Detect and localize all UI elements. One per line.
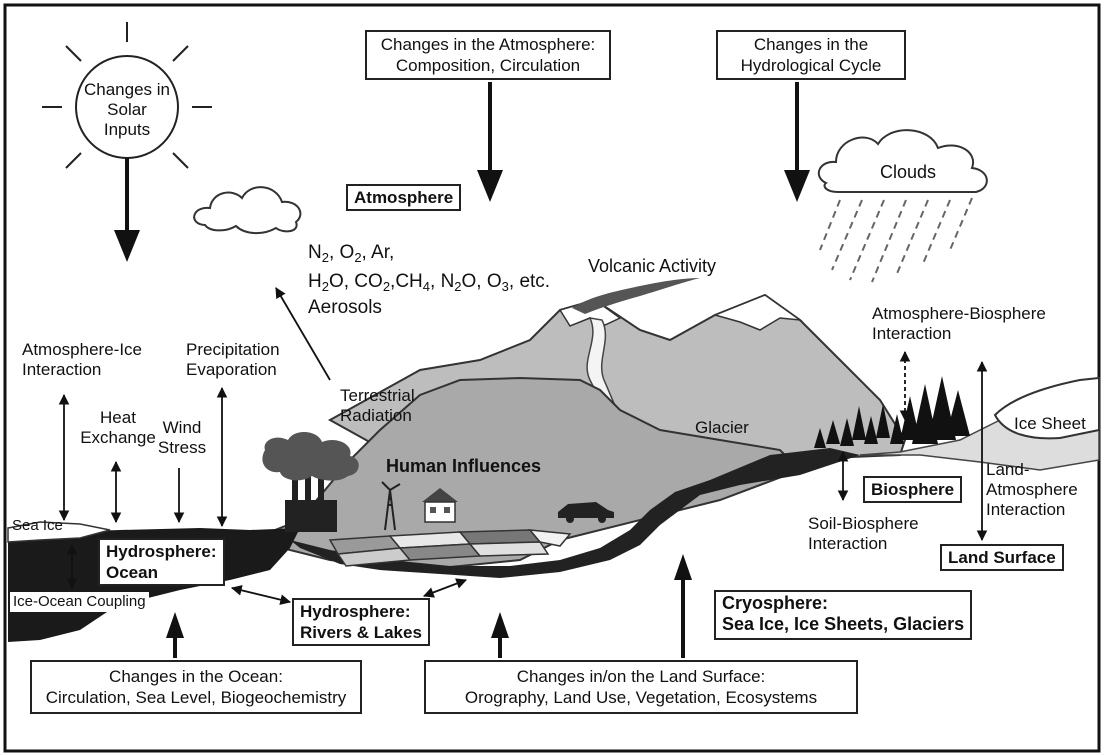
- sea-ice: [7, 521, 111, 543]
- rain-icon: [819, 197, 973, 283]
- hydro-rivers-box: Hydrosphere:Rivers & Lakes: [292, 598, 430, 646]
- solar-input-arrow: [114, 158, 140, 262]
- forest-icon: [814, 376, 970, 448]
- aerosols-label: Aerosols: [308, 297, 382, 318]
- land-changes-box: Changes in/on the Land Surface:Orography…: [424, 660, 858, 714]
- cloud-icon: [193, 186, 302, 234]
- volcanic-activity-label: Volcanic Activity: [588, 256, 717, 276]
- house-icon: [422, 488, 458, 523]
- ocean-changes-box: Changes in the Ocean:Circulation, Sea Le…: [30, 660, 362, 714]
- river: [290, 448, 860, 578]
- biosphere-label: Biosphere: [863, 476, 963, 503]
- clouds-label: Clouds: [880, 162, 937, 182]
- wind-turbine-icon: [381, 481, 401, 531]
- atmosphere-changes-box: Changes in the Atmosphere:Composition, C…: [365, 30, 611, 80]
- gas-list-line2: H2O, CO2,CH4, N2O, O3, etc.: [308, 271, 551, 294]
- land-surface-label: Land Surface: [940, 544, 1064, 571]
- atmosphere-change-arrow: [477, 82, 503, 202]
- ice-sheet-label: Ice Sheet: [1014, 414, 1086, 433]
- ocean-rivers-arrow: [230, 585, 292, 605]
- sun-icon: [42, 22, 212, 192]
- land-change-arrow-right: [674, 554, 692, 658]
- human-influences-label: Human Influences: [386, 456, 542, 476]
- ice-sheet: [993, 376, 1100, 440]
- sea-ice-label: Sea Ice: [12, 517, 63, 534]
- rivers-land-arrow: [422, 578, 468, 598]
- terrestrial-radiation-arrow: [275, 287, 331, 381]
- volcano-plume-icon: [572, 278, 700, 314]
- land-change-arrow-left: [491, 612, 509, 658]
- ice-ocean-coupling-label: Ice-Ocean Coupling: [10, 592, 149, 612]
- ocean-change-arrow: [166, 612, 184, 658]
- atmosphere-label: Atmosphere: [346, 184, 462, 211]
- glacier-label: Glacier: [695, 418, 749, 437]
- cryosphere-box: Cryosphere:Sea Ice, Ice Sheets, Glaciers: [714, 590, 973, 640]
- gas-list-line1: N2, O2, Ar,: [308, 242, 395, 265]
- hydro-cycle-arrow: [784, 82, 810, 202]
- car-icon: [558, 502, 614, 523]
- hydro-ocean-box: Hydrosphere:Ocean: [98, 538, 225, 586]
- factory-icon: [262, 431, 359, 532]
- rain-cloud-icon: [817, 129, 988, 193]
- farm-fields: [328, 529, 572, 567]
